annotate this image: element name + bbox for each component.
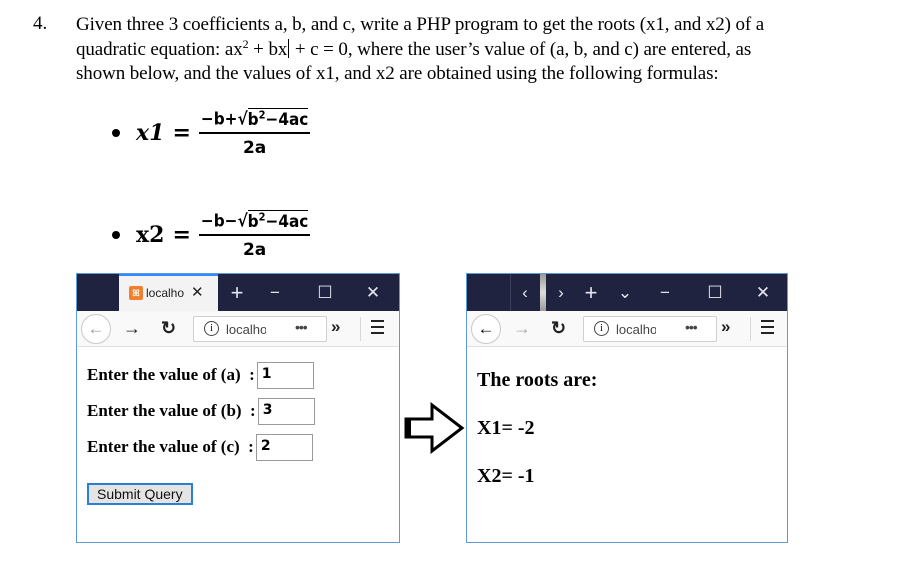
separator (360, 317, 361, 341)
equals-sign: = (172, 119, 191, 146)
browser-window-result: ‹ › + ⌄ − ☐ ✕ ← → ↻ i localho ••• » The … (466, 273, 788, 543)
num-pre: −b−√ (200, 211, 248, 232)
input-b[interactable]: 3 (257, 397, 315, 425)
result-x1: X1= -2 (477, 417, 535, 439)
label-b: Enter the value of (b) : (87, 401, 256, 420)
tab-scroll-indicator (540, 274, 546, 311)
form-content: Enter the value of (a) : 1 Enter the val… (77, 347, 399, 515)
rad-base: b (247, 211, 259, 232)
formula-lhs: x1 (136, 119, 165, 146)
minimize-icon[interactable]: − (660, 283, 670, 302)
label-a: Enter the value of (a) : (87, 365, 255, 384)
close-window-icon[interactable]: ✕ (365, 283, 381, 302)
input-a[interactable]: 1 (256, 361, 314, 389)
title-bar: ‹ › + ⌄ − ☐ ✕ (467, 274, 787, 311)
rad-post: −4ac (265, 211, 309, 232)
xampp-favicon-icon: ꕤ (129, 286, 143, 300)
text-cursor (288, 38, 290, 58)
tab-title: localho (146, 286, 185, 300)
superscript: 2 (242, 36, 249, 51)
title-bar: ꕤ localho ✕ + − ☐ ✕ (77, 274, 399, 311)
rad-base: b (247, 109, 259, 130)
submit-query-button[interactable]: Submit Query (87, 483, 193, 505)
nav-bar: ← → ↻ i localho ••• » (467, 311, 787, 347)
formula-lhs: x2 (136, 221, 165, 248)
numerator: −b+√b2−4ac (198, 107, 311, 134)
text: + c = 0, where the user’s value of (a, b… (290, 38, 752, 60)
bullet-icon (112, 230, 120, 239)
url-bar[interactable]: i localho ••• (583, 316, 717, 342)
scroll-tabs-right-icon[interactable]: › (558, 283, 564, 302)
maximize-icon[interactable]: ☐ (317, 283, 333, 302)
forward-button[interactable]: → (123, 318, 141, 338)
denominator: 2a (242, 137, 267, 158)
formula-x1: x1 = −b+√b2−4ac 2a (112, 107, 311, 158)
page-actions-icon[interactable]: ••• (685, 319, 698, 335)
new-tab-icon[interactable]: + (230, 280, 244, 305)
rad-post: −4ac (265, 109, 309, 130)
rad-sup: 2 (258, 108, 266, 121)
text: quadratic equation: ax (76, 38, 243, 60)
tab-list-icon[interactable]: ⌄ (617, 283, 633, 302)
numerator: −b−√b2−4ac (198, 209, 311, 236)
text: + bx (248, 38, 288, 60)
overflow-icon[interactable]: » (721, 317, 731, 336)
right-arrow-icon (404, 402, 465, 454)
maximize-icon[interactable]: ☐ (707, 283, 723, 302)
fraction: −b+√b2−4ac 2a (198, 107, 311, 158)
equals-sign: = (172, 221, 191, 248)
form-row-b: Enter the value of (b) : 3 (87, 393, 389, 429)
question-number: 4. (33, 13, 48, 34)
radicand: b2−4ac (247, 209, 309, 232)
browser-tab[interactable]: ꕤ localho ✕ (119, 274, 218, 311)
question-line-2: quadratic equation: ax2 + bx + c = 0, wh… (76, 38, 796, 63)
form-row-a: Enter the value of (a) : 1 (87, 357, 389, 393)
back-button[interactable]: ← (81, 314, 111, 344)
reload-button[interactable]: ↻ (161, 318, 177, 338)
url-text: localho (226, 322, 266, 337)
new-tab-icon[interactable]: + (584, 280, 598, 305)
separator (510, 274, 511, 311)
info-icon[interactable]: i (204, 321, 219, 336)
bullet-icon (112, 128, 120, 137)
info-icon[interactable]: i (594, 321, 609, 336)
menu-icon[interactable] (761, 320, 774, 334)
denominator: 2a (242, 239, 267, 260)
reload-button[interactable]: ↻ (551, 318, 567, 338)
overflow-icon[interactable]: » (331, 317, 341, 336)
question-line-1: Given three 3 coefficients a, b, and c, … (76, 14, 765, 35)
page-actions-icon[interactable]: ••• (295, 319, 308, 335)
back-button[interactable]: ← (471, 314, 501, 344)
separator (750, 317, 751, 341)
radicand: b2−4ac (247, 107, 309, 130)
result-content: The roots are: X1= -2 X2= -1 (467, 347, 787, 542)
formula-x2: x2 = −b−√b2−4ac 2a (112, 209, 311, 260)
result-heading: The roots are: (477, 369, 598, 391)
fraction: −b−√b2−4ac 2a (198, 209, 311, 260)
scroll-tabs-left-icon[interactable]: ‹ (522, 283, 528, 302)
form-row-c: Enter the value of (c) : 2 (87, 429, 389, 465)
result-x2: X2= -1 (477, 465, 535, 487)
rad-sup: 2 (258, 210, 266, 223)
question-text: Given three 3 coefficients a, b, and c, … (76, 13, 796, 87)
input-c[interactable]: 2 (255, 433, 313, 461)
question-line-3: shown below, and the values of x1, and x… (76, 63, 719, 84)
forward-button[interactable]: → (513, 318, 531, 338)
menu-icon[interactable] (371, 320, 384, 334)
label-c: Enter the value of (c) : (87, 437, 254, 456)
browser-window-form: ꕤ localho ✕ + − ☐ ✕ ← → ↻ i localho ••• … (76, 273, 400, 543)
url-text: localho (616, 322, 656, 337)
url-bar[interactable]: i localho ••• (193, 316, 327, 342)
tab-close-icon[interactable]: ✕ (191, 284, 204, 301)
num-pre: −b+√ (200, 109, 248, 130)
minimize-icon[interactable]: − (270, 283, 280, 302)
close-window-icon[interactable]: ✕ (755, 283, 771, 302)
nav-bar: ← → ↻ i localho ••• » (77, 311, 399, 347)
